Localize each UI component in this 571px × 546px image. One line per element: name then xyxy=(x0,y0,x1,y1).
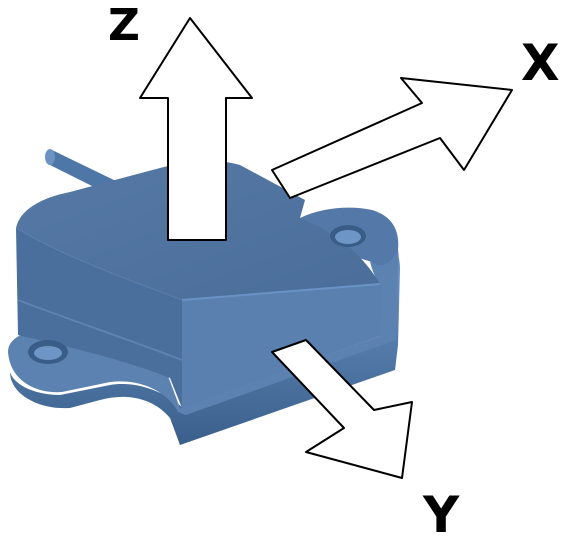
mounting-hole-front xyxy=(28,340,68,364)
z-axis-label: Z xyxy=(108,0,140,51)
z-axis-arrow xyxy=(139,17,253,241)
mounting-hole-back xyxy=(330,225,366,247)
y-axis-arrow xyxy=(271,339,413,479)
y-axis-label: Y xyxy=(423,486,460,544)
x-axis-arrow xyxy=(271,77,513,199)
x-axis-label: X xyxy=(521,34,560,92)
